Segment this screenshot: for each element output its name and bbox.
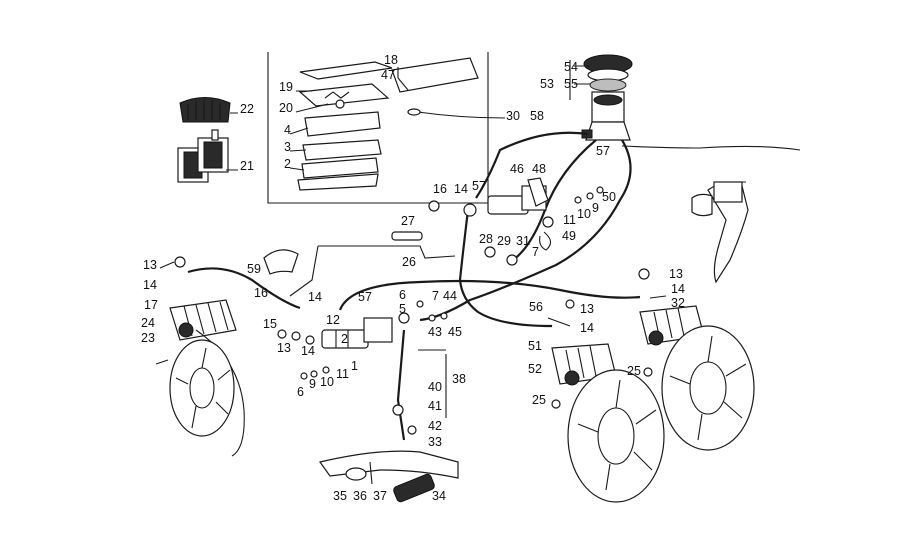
callout-c45: 45 bbox=[448, 325, 462, 339]
callout-c32: 32 bbox=[671, 296, 685, 310]
rear-brake-pedal bbox=[318, 312, 459, 503]
callout-c30: 30 bbox=[506, 109, 520, 123]
callout-c41: 41 bbox=[428, 399, 442, 413]
right-brake-disc bbox=[661, 325, 755, 451]
callout-c58: 58 bbox=[530, 109, 544, 123]
front-master-cylinder bbox=[569, 54, 633, 141]
callout-c50: 50 bbox=[602, 190, 616, 204]
callout-c40: 40 bbox=[428, 380, 442, 394]
callout-c38: 38 bbox=[452, 372, 466, 386]
callout-c29: 29 bbox=[497, 234, 511, 248]
callout-c3: 3 bbox=[284, 140, 291, 154]
brake-hoses bbox=[187, 108, 801, 328]
callout-c2: 2 bbox=[284, 157, 291, 171]
callout-c16a: 16 bbox=[433, 182, 447, 196]
callout-c51: 51 bbox=[528, 339, 542, 353]
callout-c52: 52 bbox=[528, 362, 542, 376]
callout-c34: 34 bbox=[432, 489, 446, 503]
rear-brake-disc bbox=[567, 369, 665, 503]
callout-c2b: 2 bbox=[341, 332, 348, 346]
callout-c19: 19 bbox=[279, 80, 293, 94]
callout-c23: 23 bbox=[141, 331, 155, 345]
callout-c27: 27 bbox=[401, 214, 415, 228]
callout-c9b: 9 bbox=[309, 377, 316, 391]
callout-c14e: 14 bbox=[580, 321, 594, 335]
callout-c26: 26 bbox=[402, 255, 416, 269]
callout-c13d: 13 bbox=[277, 341, 291, 355]
fastener-hardware bbox=[263, 249, 653, 409]
callout-c31: 31 bbox=[516, 234, 530, 248]
callout-c57b: 57 bbox=[472, 179, 486, 193]
left-brake-caliper bbox=[155, 256, 237, 365]
callout-c15: 15 bbox=[263, 317, 277, 331]
callout-c48: 48 bbox=[532, 162, 546, 176]
callout-c5: 5 bbox=[399, 302, 406, 316]
callout-c6a: 6 bbox=[399, 288, 406, 302]
callout-c14c: 14 bbox=[308, 290, 322, 304]
callout-c36: 36 bbox=[353, 489, 367, 503]
callout-c7a: 7 bbox=[532, 245, 539, 259]
callout-c57c: 57 bbox=[358, 290, 372, 304]
brake-pad-set bbox=[177, 97, 238, 183]
callout-c14a: 14 bbox=[454, 182, 468, 196]
callout-c21: 21 bbox=[240, 159, 254, 173]
callout-c20: 20 bbox=[279, 101, 293, 115]
callout-c11b: 11 bbox=[336, 367, 349, 381]
callout-c13c: 13 bbox=[580, 302, 594, 316]
callout-c7b: 7 bbox=[432, 289, 439, 303]
callout-c14b: 14 bbox=[143, 278, 157, 292]
callout-c35: 35 bbox=[333, 489, 347, 503]
callout-c49: 49 bbox=[562, 229, 576, 243]
callout-c46: 46 bbox=[510, 162, 524, 176]
rear-master-cylinder bbox=[321, 177, 604, 349]
callout-c33: 33 bbox=[428, 435, 442, 449]
callout-c44: 44 bbox=[443, 289, 457, 303]
callout-c43: 43 bbox=[428, 325, 442, 339]
callout-c37: 37 bbox=[373, 489, 387, 503]
callout-c13b: 13 bbox=[669, 267, 683, 281]
callout-c53: 53 bbox=[540, 77, 554, 91]
callout-c59: 59 bbox=[247, 262, 261, 276]
callout-c4: 4 bbox=[284, 123, 291, 137]
callout-c1: 1 bbox=[351, 359, 358, 373]
left-brake-disc bbox=[169, 329, 245, 457]
callout-c10a: 10 bbox=[577, 207, 591, 221]
callout-c56: 56 bbox=[529, 300, 543, 314]
callout-c16b: 16 bbox=[254, 286, 268, 300]
callout-c57a: 57 bbox=[596, 144, 610, 158]
gasket-set-inset bbox=[267, 52, 489, 204]
callout-c18a: 18 bbox=[384, 53, 398, 67]
front-brake-lever bbox=[691, 181, 749, 284]
callout-c13a: 13 bbox=[143, 258, 157, 272]
callout-c25a: 25 bbox=[627, 364, 641, 378]
callout-c10b: 10 bbox=[320, 375, 334, 389]
callout-c22: 22 bbox=[240, 102, 254, 116]
callout-c25b: 25 bbox=[532, 393, 546, 407]
callout-c42: 42 bbox=[428, 419, 442, 433]
callout-c11a: 11 bbox=[563, 213, 576, 227]
callout-c9a: 9 bbox=[592, 201, 599, 215]
callout-c55: 55 bbox=[564, 77, 578, 91]
callout-c14d: 14 bbox=[671, 282, 685, 296]
callout-c47: 47 bbox=[381, 68, 395, 82]
callout-c12: 12 bbox=[326, 313, 340, 327]
callout-c17: 17 bbox=[144, 298, 158, 312]
callout-c24: 24 bbox=[141, 316, 155, 330]
callout-c28: 28 bbox=[479, 232, 493, 246]
callout-c14f: 14 bbox=[301, 344, 315, 358]
callout-c6b: 6 bbox=[297, 385, 304, 399]
callout-c54: 54 bbox=[564, 60, 578, 74]
